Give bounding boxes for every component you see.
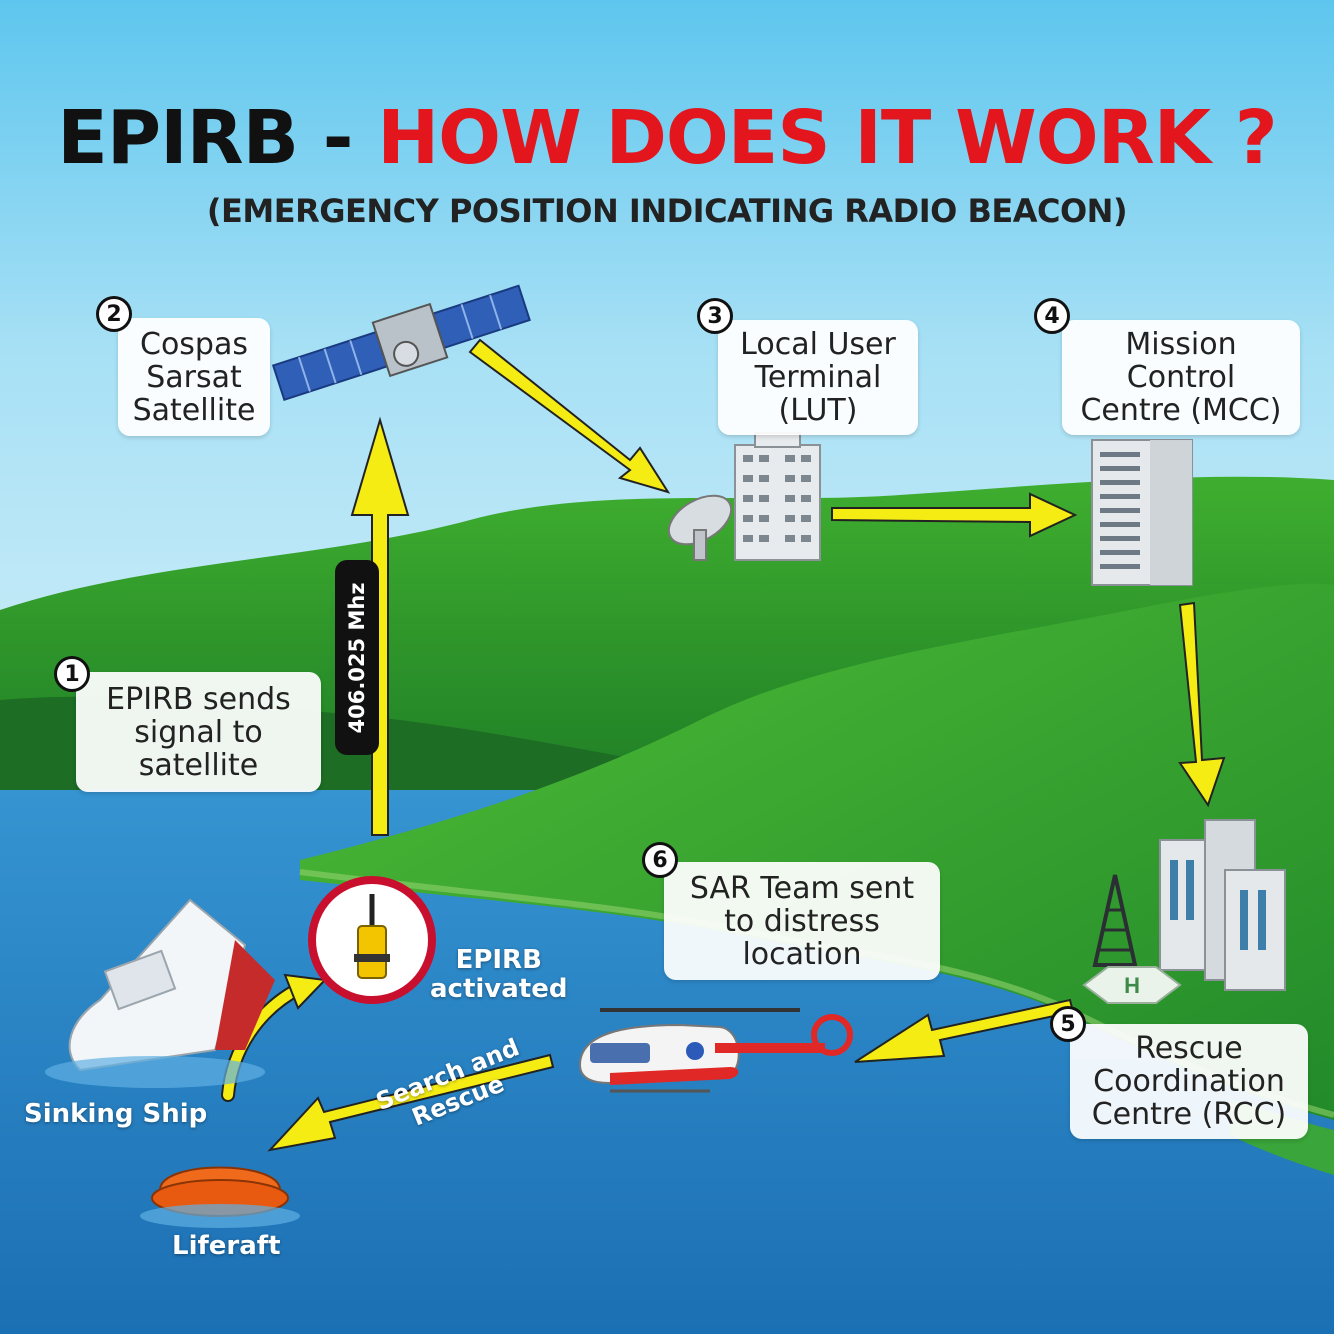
step-4-line-1: Mission <box>1125 327 1237 362</box>
step-6-number: 6 <box>642 842 678 878</box>
step-3-number: 3 <box>697 298 733 334</box>
step-4-line-3: Centre (MCC) <box>1080 393 1282 428</box>
step-2-line-1: Cospas <box>140 326 248 362</box>
step-3-line-1: Local User <box>740 327 896 362</box>
epirb-beacon-icon <box>308 876 436 1004</box>
arrow-lut-to-mcc <box>831 492 1078 538</box>
page-title: EPIRB - HOW DOES IT WORK ? <box>0 95 1334 181</box>
title-question: HOW DOES IT WORK ? <box>377 95 1277 181</box>
radio-tower-icon <box>1092 874 1138 967</box>
step-2-box: Cospas Sarsat Satellite <box>118 318 270 436</box>
step-5-line-2: Coordination <box>1093 1064 1285 1099</box>
svg-text:H: H <box>1124 973 1140 998</box>
step-6-box: SAR Team sent to distress location <box>664 862 940 980</box>
rcc-buildings-icon <box>1159 819 1286 991</box>
step-1-line-1: EPIRB sends <box>106 681 291 717</box>
step-1-number: 1 <box>54 656 90 692</box>
arrow-epirb-to-satellite <box>350 416 410 836</box>
step-5-line-1: Rescue <box>1135 1031 1243 1066</box>
helicopter-icon <box>578 1008 853 1093</box>
step-5-number: 5 <box>1050 1006 1086 1042</box>
mcc-building-icon <box>1091 439 1193 586</box>
step-3-line-3: (LUT) <box>778 393 858 428</box>
step-2-line-3: Satellite <box>132 392 256 428</box>
epirb-activated-label: EPIRB activated <box>430 946 567 1004</box>
step-5-box: Rescue Coordination Centre (RCC) <box>1070 1024 1308 1139</box>
sinking-ship-label: Sinking Ship <box>24 1099 208 1129</box>
step-1-box: EPIRB sends signal to satellite <box>76 672 321 792</box>
helipad-icon: H <box>1082 966 1182 1004</box>
step-1-line-2: signal to <box>134 714 263 750</box>
frequency-badge: 406.025 Mhz <box>335 560 379 755</box>
title-epirb: EPIRB - <box>57 95 353 181</box>
lut-building-icon <box>734 432 821 561</box>
step-1-line-3: satellite <box>138 747 259 783</box>
step-4-line-2: Control <box>1126 360 1236 395</box>
dish-antenna-icon <box>667 494 733 561</box>
liferaft-label: Liferaft <box>172 1231 281 1261</box>
sinking-ship-icon <box>45 898 275 1088</box>
liferaft-icon <box>140 1166 300 1228</box>
arrow-mcc-to-rcc <box>1178 601 1226 808</box>
epirb-activated-line-1: EPIRB <box>455 945 542 975</box>
frequency-text: 406.025 Mhz <box>345 581 369 734</box>
step-4-number: 4 <box>1034 298 1070 334</box>
arrow-satellite-to-lut <box>468 338 671 494</box>
step-6-line-2: to distress <box>724 903 880 939</box>
step-6-line-3: location <box>742 936 862 972</box>
step-3-box: Local User Terminal (LUT) <box>718 320 918 435</box>
page-subtitle: (EMERGENCY POSITION INDICATING RADIO BEA… <box>206 192 1128 230</box>
arrow-helicopter-to-liferaft <box>267 1053 555 1152</box>
epirb-activated-line-2: activated <box>430 974 568 1004</box>
step-3-line-2: Terminal <box>754 360 882 395</box>
step-2-number: 2 <box>96 296 132 332</box>
step-6-line-1: SAR Team sent <box>689 870 915 906</box>
satellite-icon <box>271 284 531 402</box>
step-5-line-3: Centre (RCC) <box>1091 1097 1287 1132</box>
step-4-box: Mission Control Centre (MCC) <box>1062 320 1300 435</box>
step-2-line-2: Sarsat <box>146 359 242 395</box>
